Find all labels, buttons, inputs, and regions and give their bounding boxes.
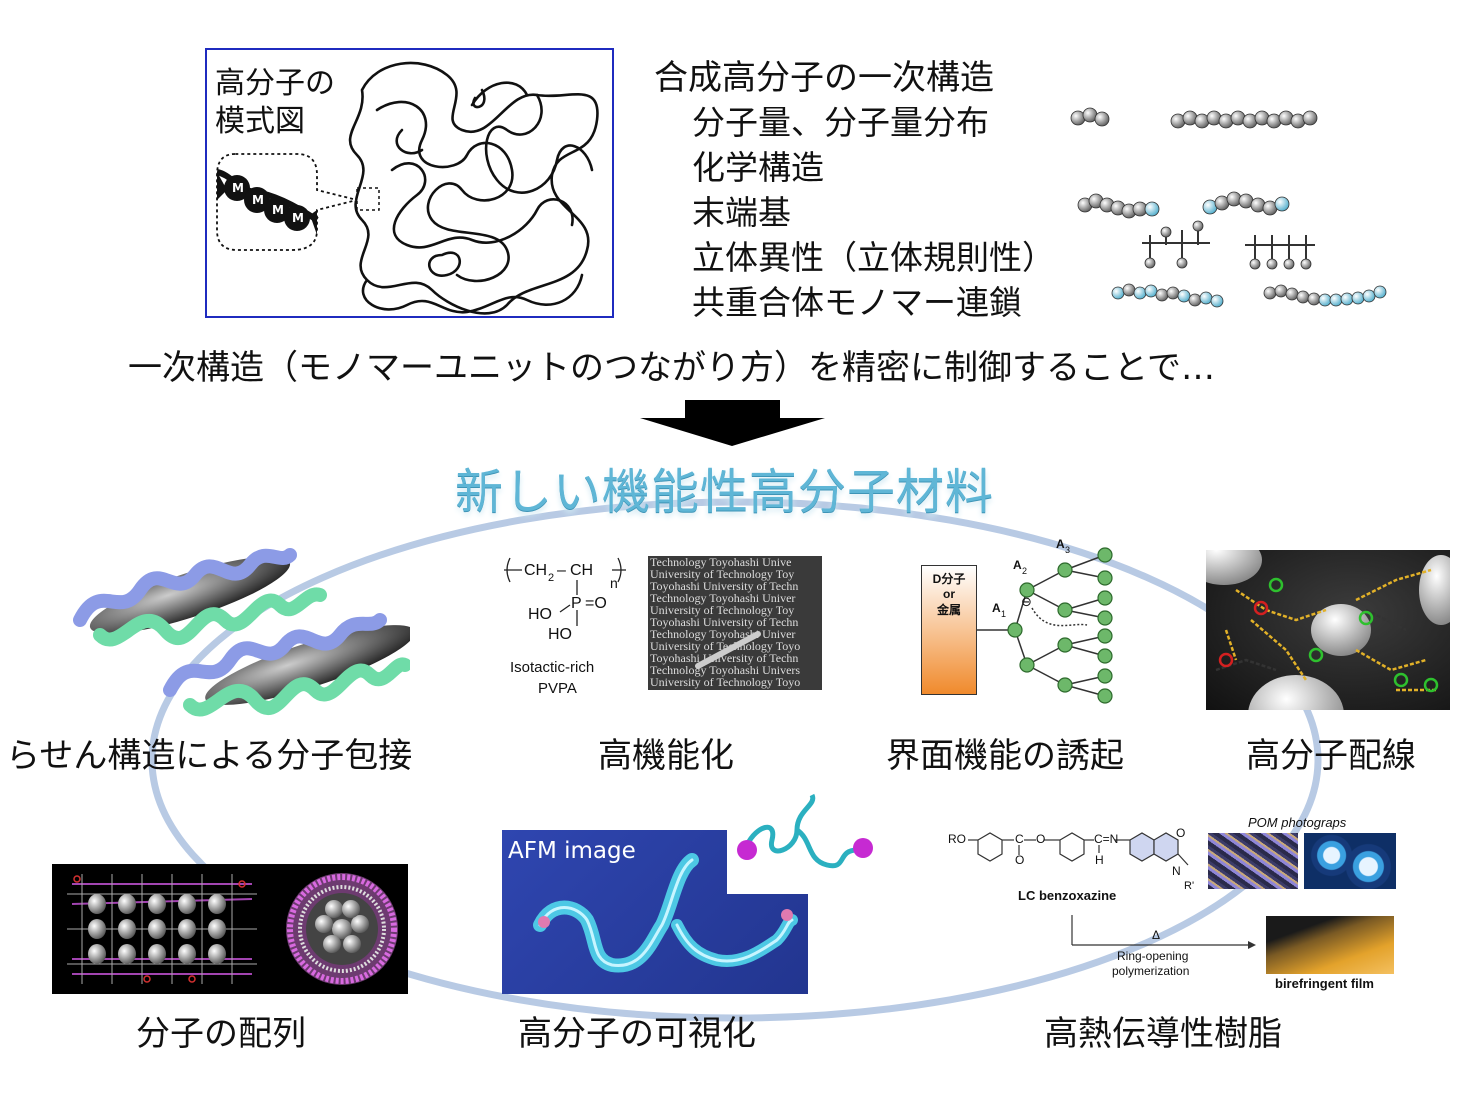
formula-ho2: HO	[548, 626, 572, 643]
pvpa-formula: CH 2 – CH n P =O HO HO Isotactic-rich PV…	[500, 550, 640, 700]
thermal-c: C	[1015, 832, 1024, 846]
formula-sub2: 2	[548, 572, 555, 584]
pvpa-name-2: PVPA	[538, 680, 577, 697]
donor-line2: or	[943, 587, 955, 601]
thermal-r: R'	[1184, 880, 1195, 892]
formula-ho1: HO	[528, 606, 552, 623]
formula-ch: CH	[524, 562, 548, 579]
film-text-row: University of Technology Toyo	[650, 639, 801, 653]
structure-item-end-group: 末端基	[692, 193, 791, 232]
caption-polymer-visualization: 高分子の可視化	[518, 1014, 756, 1054]
thermal-h: H	[1095, 853, 1104, 867]
thermal-n: N	[1172, 864, 1181, 878]
caption-molecular-array: 分子の配列	[136, 1014, 306, 1054]
control-statement: 一次構造（モノマーユニットのつながり方）を精密に制御することで…	[128, 348, 1215, 388]
afm-image-label: AFM image	[508, 838, 636, 864]
caption-thermal-conductive-resin: 高熱伝導性樹脂	[1044, 1014, 1282, 1054]
charge-symbol: ⊖	[1021, 595, 1032, 610]
polymer-model-box: 高分子の 模式図 M M M M	[205, 48, 614, 318]
film-text-row: University of Technology Toy	[650, 603, 795, 617]
monomer-label: M	[232, 181, 244, 195]
reaction-label-1: Ring-opening	[1117, 949, 1189, 963]
thermal-cn: C=N	[1094, 832, 1119, 846]
reaction-label-2: polymerization	[1112, 964, 1190, 978]
film-text-row: Toyohashi University of Techn	[650, 579, 799, 593]
monomer-label: M	[292, 211, 304, 225]
thermal-o2: O	[1015, 853, 1025, 867]
down-arrow-icon	[640, 400, 825, 446]
donor-line3: 金属	[936, 603, 961, 617]
caption-high-performance: 高機能化	[598, 736, 734, 776]
pvpa-name-1: Isotactic-rich	[510, 659, 595, 676]
label-a2: A	[1013, 558, 1022, 572]
polymer-wiring-image	[1206, 550, 1450, 710]
formula-n: n	[610, 575, 618, 591]
formula-ch2: CH	[570, 562, 594, 579]
pom-photo-2	[1304, 833, 1396, 889]
monomer-label: M	[252, 193, 264, 207]
reaction-arrow-icon	[1071, 915, 1256, 949]
formula-p: P	[571, 595, 582, 612]
birefringent-film-photo	[1266, 916, 1394, 974]
formula-o: =O	[585, 595, 607, 612]
label-a1-sub: 1	[1001, 609, 1007, 619]
structure-item-molecular-weight: 分子量、分子量分布	[692, 103, 989, 142]
donor-line1: D分子	[932, 572, 966, 586]
reaction-delta: Δ	[1152, 928, 1161, 942]
main-title: 新しい機能性高分子材料	[455, 464, 995, 520]
thermal-o3: O	[1176, 826, 1186, 840]
label-a1: A	[992, 601, 1001, 615]
benzoxazine-structure	[968, 832, 1189, 866]
polymer-coil-drawing	[216, 61, 599, 315]
model-label-line1: 高分子の	[215, 58, 335, 102]
pom-label: POM photograps	[1248, 815, 1347, 830]
caption-polymer-wiring: 高分子配線	[1246, 736, 1416, 776]
structure-item-chemical-structure: 化学構造	[692, 148, 824, 187]
film-text-row: Technology Toyohashi Univer	[650, 627, 796, 641]
film-text-row: Technology Toyohashi Univers	[650, 663, 801, 677]
dendrimer-diagram	[977, 547, 1113, 704]
structure-item-stereoisomerism: 立体異性（立体規則性）	[692, 238, 1055, 277]
formula-dash: –	[557, 562, 566, 579]
film-text-row: Toyohashi University of Techn	[650, 651, 799, 665]
film-text-row: Toyohashi University of Techn	[650, 615, 799, 629]
compound-name: LC benzoxazine	[1018, 888, 1117, 903]
film-label: birefringent film	[1275, 976, 1374, 991]
afm-inset-molecule	[727, 790, 887, 894]
caption-interface-function: 界面機能の誘起	[886, 736, 1124, 776]
pom-photo-1	[1208, 833, 1298, 889]
molecular-array-image	[52, 864, 408, 994]
film-text-row: University of Technology Toy	[650, 567, 795, 581]
thermal-ro: RO	[948, 832, 966, 846]
bead-chain-icons	[1070, 107, 1387, 308]
donor-box: D分子 or 金属	[921, 565, 977, 695]
film-text-row: Technology Toyohashi Univer	[650, 591, 796, 605]
thermal-o: O	[1036, 832, 1046, 846]
film-text-row: University of Technology Toyo	[650, 675, 801, 689]
structure-item-copolymer-sequence: 共重合体モノマー連鎖	[692, 283, 1022, 322]
label-a3: A	[1056, 537, 1065, 551]
monomer-label: M	[272, 203, 284, 217]
label-a2-sub: 2	[1022, 566, 1028, 576]
model-label-line2: 模式図	[215, 96, 305, 140]
caption-helix-inclusion: らせん構造による分子包接	[6, 736, 413, 776]
helix-inclusion-image	[73, 548, 410, 717]
label-a3-sub: 3	[1065, 545, 1071, 555]
film-text-row: Technology Toyohashi Unive	[650, 556, 792, 569]
primary-structure-heading: 合成高分子の一次構造	[654, 58, 994, 98]
